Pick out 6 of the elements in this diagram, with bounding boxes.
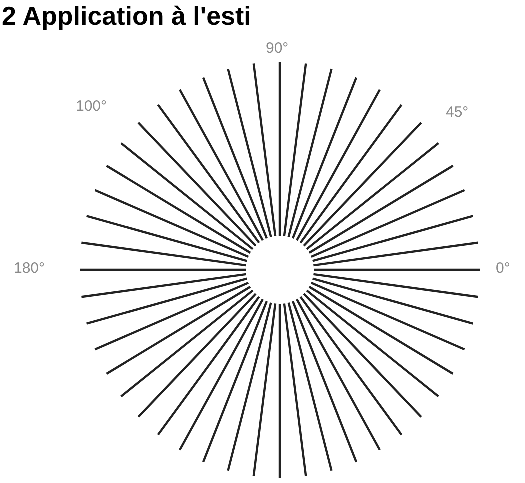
angle-label: 45° xyxy=(446,104,469,121)
angle-label: 0° xyxy=(496,260,510,277)
angle-label: 180° xyxy=(14,260,46,277)
title: 2 Application à l'esti xyxy=(2,0,252,32)
angle-label: 90° xyxy=(266,40,289,57)
angle-label: 100° xyxy=(76,98,108,115)
